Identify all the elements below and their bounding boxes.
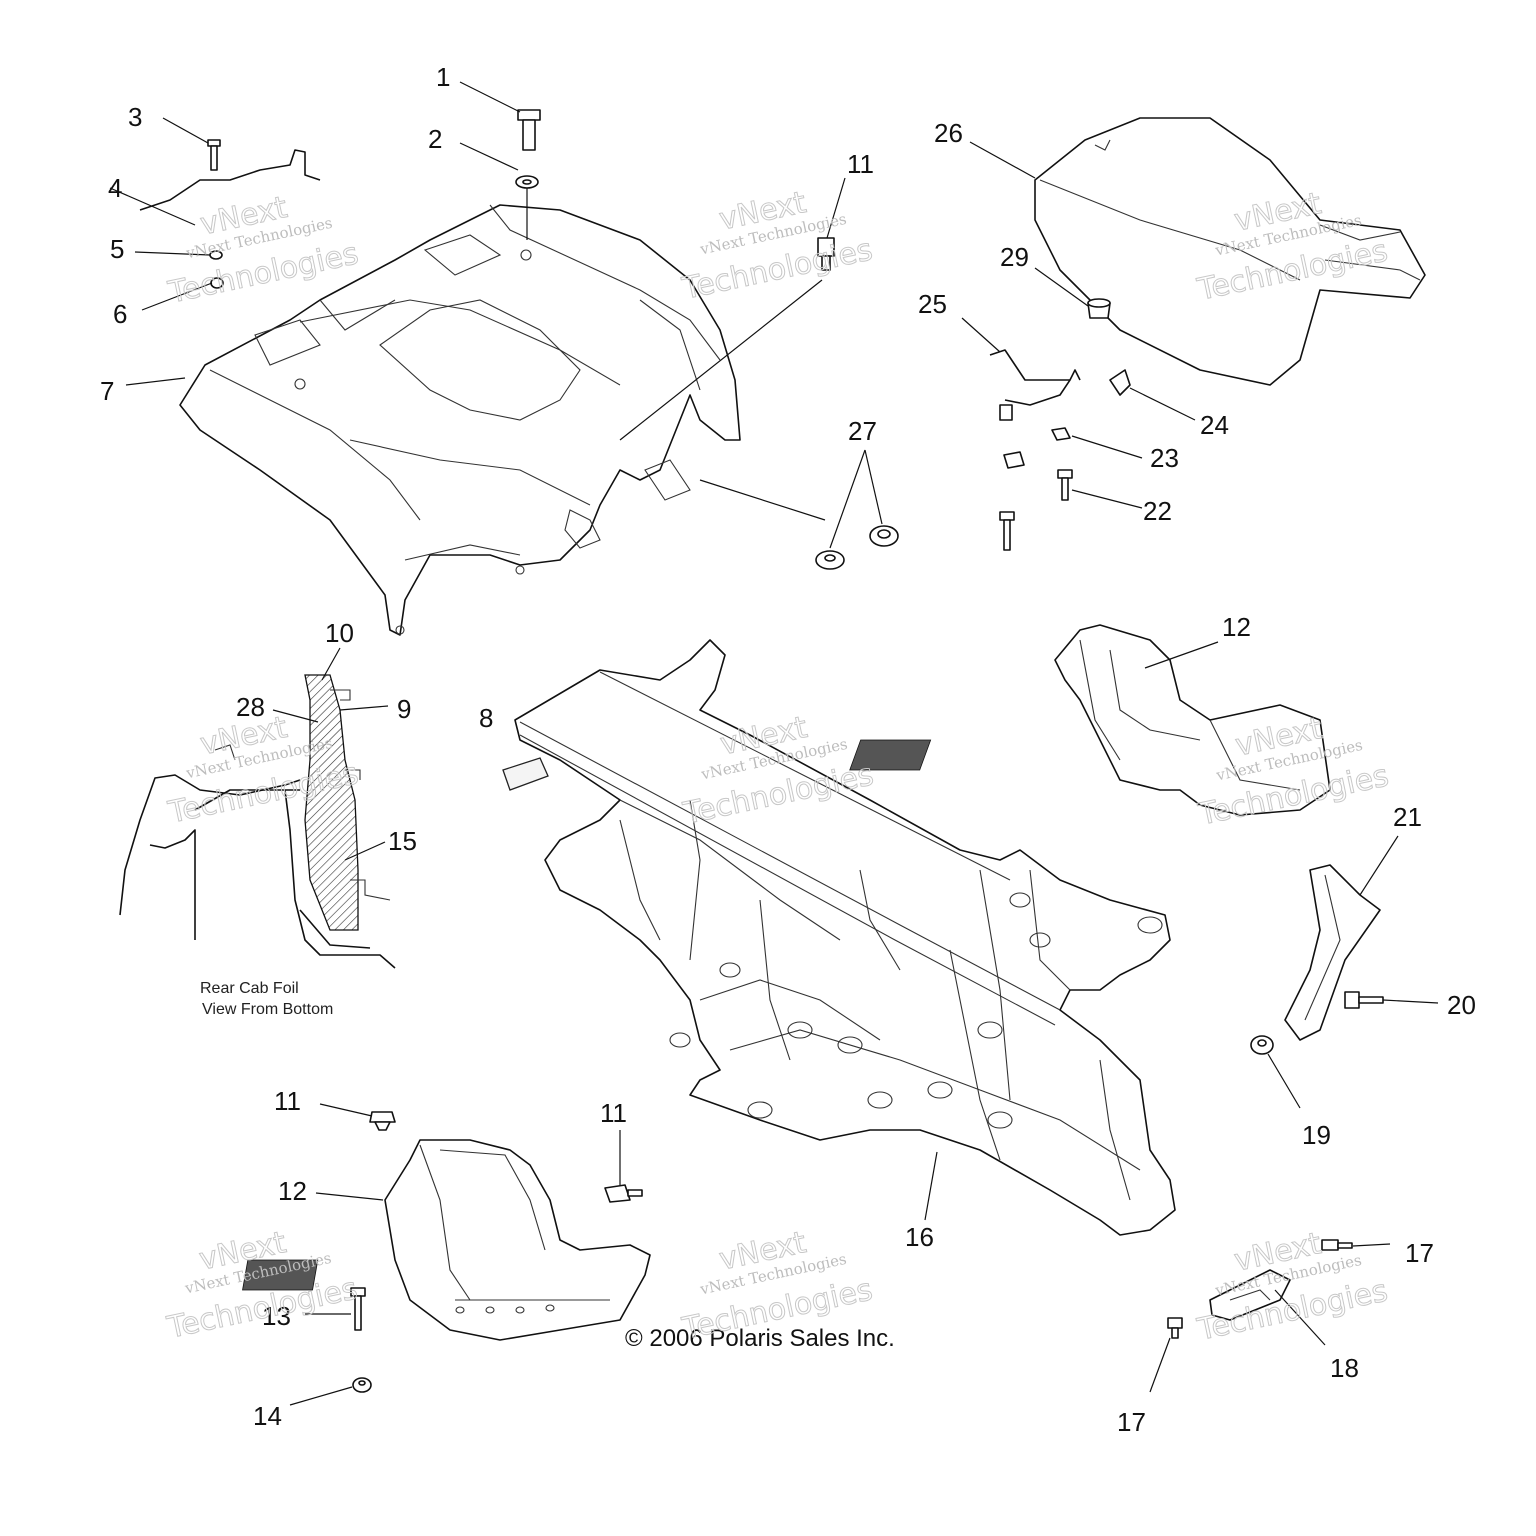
nut-part-14: [352, 1377, 372, 1393]
callout-21: 21: [1393, 802, 1422, 832]
rear-cab-foil-inset: [119, 674, 396, 969]
callout-18: 18: [1330, 1353, 1359, 1383]
callout-17-right: 17: [1405, 1238, 1434, 1268]
callout-3: 3: [128, 102, 142, 132]
frame-part-16: [514, 639, 1176, 1236]
latch-parts-22-25: [989, 349, 1131, 551]
callout-1: 1: [436, 62, 450, 92]
callout-24: 24: [1200, 410, 1229, 440]
callout-20: 20: [1447, 990, 1476, 1020]
guard-part-21: [1284, 864, 1381, 1041]
callout-12-right: 12: [1222, 612, 1251, 642]
callout-8: 8: [479, 703, 493, 733]
footwell-right-part-12: [849, 624, 1331, 816]
callout-19: 19: [1302, 1120, 1331, 1150]
leader-lines: [109, 81, 1439, 1406]
clip-part-11-left: [369, 1111, 396, 1131]
callout-27: 27: [848, 416, 877, 446]
callout-4: 4: [108, 173, 122, 203]
clip-part-11-top: [817, 237, 835, 271]
callout-17-bottom: 17: [1117, 1407, 1146, 1437]
callout-11-top: 11: [847, 149, 874, 179]
grommet-parts-27: [815, 525, 899, 570]
bolt-part-3: [207, 139, 221, 171]
watermark-bottom-right: vNext vNext Technologies Technologies: [1193, 1226, 1391, 1349]
callout-15: 15: [388, 826, 417, 856]
bolts-part-17: [1167, 1239, 1353, 1339]
bumper-part-29: [1087, 298, 1111, 319]
bolt-part-13: [350, 1287, 366, 1331]
copyright-notice: © 2006 Polaris Sales Inc.: [625, 1325, 895, 1352]
inset-caption-line2: View From Bottom: [202, 1001, 333, 1018]
watermark-bottom-left: vNext vNext Technologies Technologies: [163, 1225, 361, 1347]
rear-cab-part-7: [179, 204, 741, 636]
callout-labels: 1 2 3 4 5 6 7 11 26 29 25 24 27 23 22 12…: [100, 62, 1476, 1437]
inset-caption-line1: Rear Cab Foil: [200, 980, 299, 997]
callout-12-left: 12: [278, 1176, 307, 1206]
watermark-top-center: vNext vNext Technologies Technologies: [678, 185, 876, 308]
bolt-part-20: [1344, 991, 1384, 1009]
callout-10: 10: [325, 618, 354, 648]
callout-13: 13: [262, 1301, 291, 1331]
callout-2: 2: [428, 124, 442, 154]
callout-11-mid: 11: [600, 1098, 627, 1128]
callout-14: 14: [253, 1401, 282, 1431]
callout-16: 16: [905, 1222, 934, 1252]
bracket-part-18: [1209, 1269, 1291, 1321]
nut-part-19: [1250, 1035, 1274, 1055]
washer-part-2: [515, 175, 539, 189]
watermark-top-left: vNext vNext Technologies Technologies: [164, 190, 362, 312]
callout-6: 6: [113, 299, 127, 329]
callout-5: 5: [110, 234, 124, 264]
footwell-left-part-12: [242, 1139, 651, 1341]
callout-11-left: 11: [274, 1086, 301, 1116]
decal-part-8: [502, 757, 549, 791]
rod-part-4: [139, 149, 321, 211]
callout-9: 9: [397, 694, 411, 724]
callout-23: 23: [1150, 443, 1179, 473]
callout-26: 26: [934, 118, 963, 148]
callout-28: 28: [236, 692, 265, 722]
callout-7: 7: [100, 376, 114, 406]
callout-25: 25: [918, 289, 947, 319]
bolt-part-1: [517, 109, 541, 151]
callout-22: 22: [1143, 496, 1172, 526]
clip-part-11-mid: [604, 1184, 643, 1203]
callout-29: 29: [1000, 242, 1029, 272]
